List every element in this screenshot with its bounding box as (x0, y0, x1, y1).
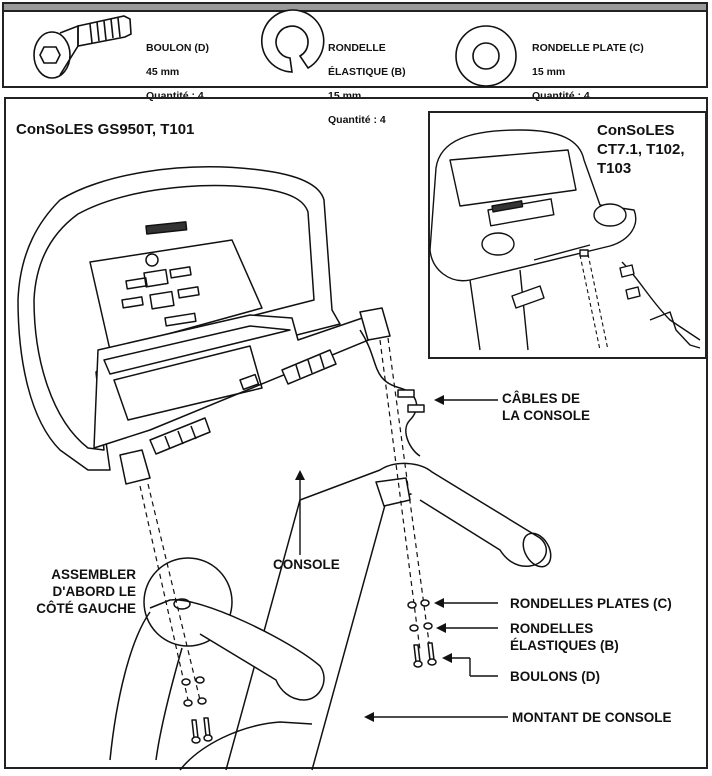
lock-washers-line-2: ÉLASTIQUES (B) (510, 638, 619, 653)
flat-washer-label: RONDELLE PLATE (C) 15 mm Quantité : 4 (532, 30, 644, 114)
assemble-left-first-label: ASSEMBLER D'ABORD LE CÔTÉ GAUCHE (8, 566, 136, 617)
callout-leaders (295, 395, 508, 722)
console-label: CONSOLE (273, 557, 340, 572)
flat-washer-qty: Quantité : 4 (532, 90, 590, 102)
inset-title-line-2: CT7.1, T102, (597, 141, 685, 158)
main-diagram-box (4, 97, 708, 769)
lock-washers-label: RONDELLES ÉLASTIQUES (B) (510, 620, 619, 654)
flat-washer-icon (455, 25, 517, 87)
lock-washer-size: 15 mm (328, 90, 362, 102)
assembly-guide-lines (139, 337, 431, 701)
console-cables-line-2: LA CONSOLE (502, 408, 591, 423)
parts-box-header-band (4, 4, 706, 12)
flat-washers-label: RONDELLES PLATES (C) (510, 596, 672, 611)
left-side-detail-circle (109, 557, 325, 761)
lock-washer-qty: Quantité : 4 (328, 114, 386, 126)
main-console-title: ConSoLES GS950T, T101 (16, 121, 195, 138)
assemble-line-1: ASSEMBLER (51, 567, 136, 582)
console-cables-line-1: CÂBLES DE (502, 391, 581, 406)
flat-washer-name: RONDELLE PLATE (C) (532, 42, 644, 54)
lock-washers-line-1: RONDELLES (510, 621, 594, 636)
lock-washer-label: RONDELLE ÉLASTIQUE (B) 15 mm Quantité : … (328, 30, 406, 138)
bolt-name: BOULON (D) (146, 42, 209, 54)
lock-washer-name-2: ÉLASTIQUE (B) (328, 66, 406, 78)
console-illustration (17, 166, 391, 485)
inset-title-line-3: T103 (597, 160, 632, 177)
inset-console-title: ConSoLES CT7.1, T102, T103 (597, 121, 685, 178)
lock-washer-name-1: RONDELLE (328, 42, 386, 54)
bolt-size: 45 mm (146, 66, 180, 78)
console-cables-label: CÂBLES DE LA CONSOLE (502, 390, 590, 424)
hardware-parts-box (2, 2, 708, 88)
assemble-line-2: D'ABORD LE (52, 584, 136, 599)
assemble-line-3: CÔTÉ GAUCHE (36, 601, 136, 616)
left-fasteners (181, 676, 213, 744)
lock-washer-icon (261, 9, 325, 73)
flat-washer-size: 15 mm (532, 66, 566, 78)
console-upright-label: MONTANT DE CONSOLE (512, 710, 672, 725)
inset-title-line-1: ConSoLES (597, 122, 675, 139)
bolt-icon (33, 15, 132, 79)
bolt-label: BOULON (D) 45 mm Quantité : 4 (146, 30, 209, 114)
bolt-qty: Quantité : 4 (146, 90, 204, 102)
bolts-label: BOULONS (D) (510, 669, 600, 684)
right-fasteners (407, 599, 437, 668)
